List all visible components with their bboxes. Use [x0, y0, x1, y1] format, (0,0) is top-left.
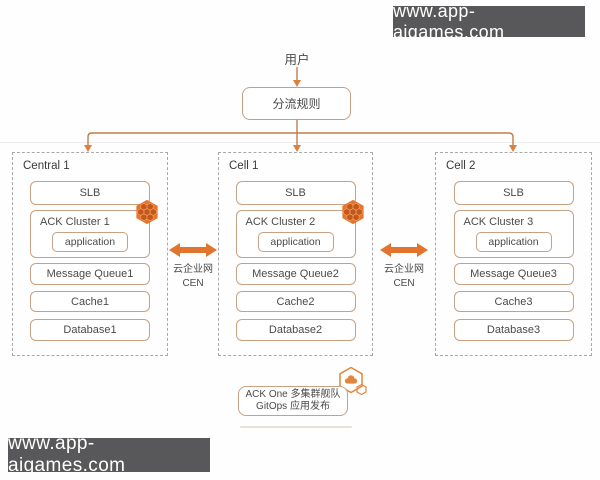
message-queue-node: Message Queue3: [453, 263, 574, 285]
ack-cluster-icon: [341, 199, 364, 225]
database-node: Database3: [453, 319, 574, 341]
gitops-fleet-box: ACK One 多集群舰队 GitOps 应用发布: [238, 386, 348, 416]
zone-title: Cell 1: [229, 160, 259, 172]
message-queue-node: Message Queue1: [30, 263, 150, 285]
ack-cluster-label: ACK Cluster 1: [40, 216, 110, 228]
footer-shadow-line: [240, 426, 352, 428]
cen-double-arrow-icon: [169, 243, 217, 257]
router-box: 分流规则: [242, 87, 351, 120]
ack-cluster-icon: [136, 199, 158, 225]
cen-link-right: 云企业网 CEN: [378, 242, 430, 290]
user-label: 用户: [284, 53, 310, 67]
zone-cell-2: Cell 2 SLB ACK Cluster 3 application Mes…: [435, 152, 592, 356]
database-node: Database2: [235, 319, 356, 341]
application-node: application: [257, 232, 334, 252]
cen-label: 云企业网: [384, 264, 424, 275]
cache-node: Cache3: [453, 291, 574, 312]
message-queue-node: Message Queue2: [235, 263, 356, 285]
cen-abbr: CEN: [182, 277, 204, 289]
application-node: application: [475, 232, 552, 252]
zone-cell-1: Cell 1 SLB ACK Cluster 2 application Mes…: [218, 152, 373, 356]
slb-node: SLB: [235, 181, 356, 205]
cen-link-left: 云企业网 CEN: [167, 242, 219, 290]
watermark-bottom: www.app-aigames.com: [8, 433, 210, 476]
cloud-hexagon-icon: [339, 366, 367, 396]
ack-cluster-node: ACK Cluster 3 application: [453, 210, 574, 258]
cache-node: Cache2: [235, 291, 356, 312]
gitops-fleet-line2: GitOps 应用发布: [256, 401, 330, 412]
database-node: Database1: [30, 319, 150, 341]
watermark-top: www.app-aigames.com: [393, 1, 585, 42]
ack-cluster-node: ACK Cluster 1 application: [30, 199, 158, 258]
ack-cluster-label: ACK Cluster 3: [463, 216, 534, 228]
cen-label: 云企业网: [173, 264, 213, 275]
cen-double-arrow-icon: [380, 243, 428, 257]
zone-central-1: Central 1 SLB ACK Cluster 1 application …: [12, 152, 168, 356]
zone-title: Central 1: [23, 160, 70, 172]
router-label: 分流规则: [272, 97, 321, 111]
slb-node: SLB: [30, 181, 150, 205]
ack-cluster-node: ACK Cluster 2 application: [235, 199, 364, 258]
slb-node: SLB: [453, 181, 574, 205]
divider-line: [0, 142, 600, 143]
zone-title: Cell 2: [446, 160, 476, 172]
gitops-fleet-line1: ACK One 多集群舰队: [245, 388, 341, 400]
cache-node: Cache1: [30, 291, 150, 312]
application-node: application: [52, 232, 128, 252]
cen-abbr: CEN: [393, 277, 415, 289]
ack-cluster-label: ACK Cluster 2: [245, 216, 316, 228]
